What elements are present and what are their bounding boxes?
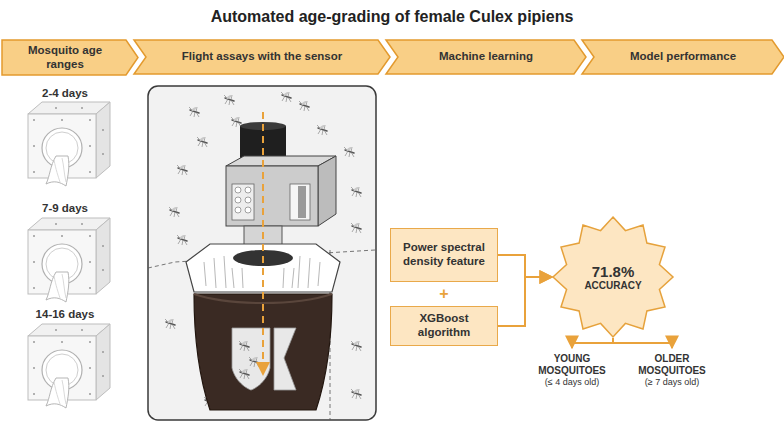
step-chevron: Machine learning [386, 40, 586, 74]
node-content: XGBoost algorithm [391, 307, 497, 345]
node-heading: Mosquito age ranges [8, 44, 122, 70]
plus-sign: + [439, 285, 448, 303]
flow-arrow [498, 255, 552, 277]
node-subtext: ACCURACY [584, 280, 641, 292]
node-content: Power spectral density feature [391, 229, 497, 281]
step-chevron: Model performance [582, 40, 784, 74]
result-box: OLDER MOSQUITOES(≥ 7 days old) [624, 348, 720, 393]
node-heading: Model performance [630, 50, 736, 63]
node-content: YOUNG MOSQUITOES(≤ 4 days old) [524, 348, 620, 393]
flow-arrow [572, 338, 613, 348]
diagram-title: Automated age-grading of female Culex pi… [0, 8, 784, 26]
result-box: YOUNG MOSQUITOES(≤ 4 days old) [524, 348, 620, 393]
node-heading: Flight assays with the sensor [182, 50, 342, 63]
node-heading: 71.8% [592, 263, 635, 280]
node-content: Model performance [582, 40, 784, 74]
flow-arrow [498, 277, 552, 326]
chevron-shape [134, 40, 390, 74]
node-content: OLDER MOSQUITOES(≥ 7 days old) [624, 348, 720, 393]
step-chevron: Mosquito age ranges [2, 40, 138, 75]
chevron-shape [2, 40, 138, 75]
chevron-shape [582, 40, 784, 74]
step-chevron: Flight assays with the sensor [134, 40, 390, 74]
node-heading: YOUNG MOSQUITOES [528, 353, 616, 377]
age-range-label: 14-16 days [36, 308, 95, 320]
chevron-shape [386, 40, 586, 74]
star-shape [553, 217, 673, 337]
node-heading: XGBoost algorithm [397, 312, 491, 340]
node-content: Flight assays with the sensor [134, 40, 390, 74]
age-range-label: 7-9 days [42, 202, 88, 214]
node-content: 71.8%ACCURACY [552, 216, 674, 338]
node-heading: Power spectral density feature [397, 241, 491, 269]
node-content: Machine learning [386, 40, 586, 74]
node-heading: OLDER MOSQUITOES [628, 353, 716, 377]
process-box: Power spectral density feature [390, 228, 498, 282]
accuracy-star: 71.8%ACCURACY [552, 216, 674, 338]
node-subtext: (≥ 7 days old) [645, 377, 699, 388]
node-heading: Machine learning [439, 50, 533, 63]
process-box: XGBoost algorithm [390, 306, 498, 346]
age-range-label: 2-4 days [42, 87, 88, 99]
node-subtext: (≤ 4 days old) [545, 377, 599, 388]
flow-arrow [613, 338, 672, 348]
node-content: Mosquito age ranges [2, 40, 138, 75]
